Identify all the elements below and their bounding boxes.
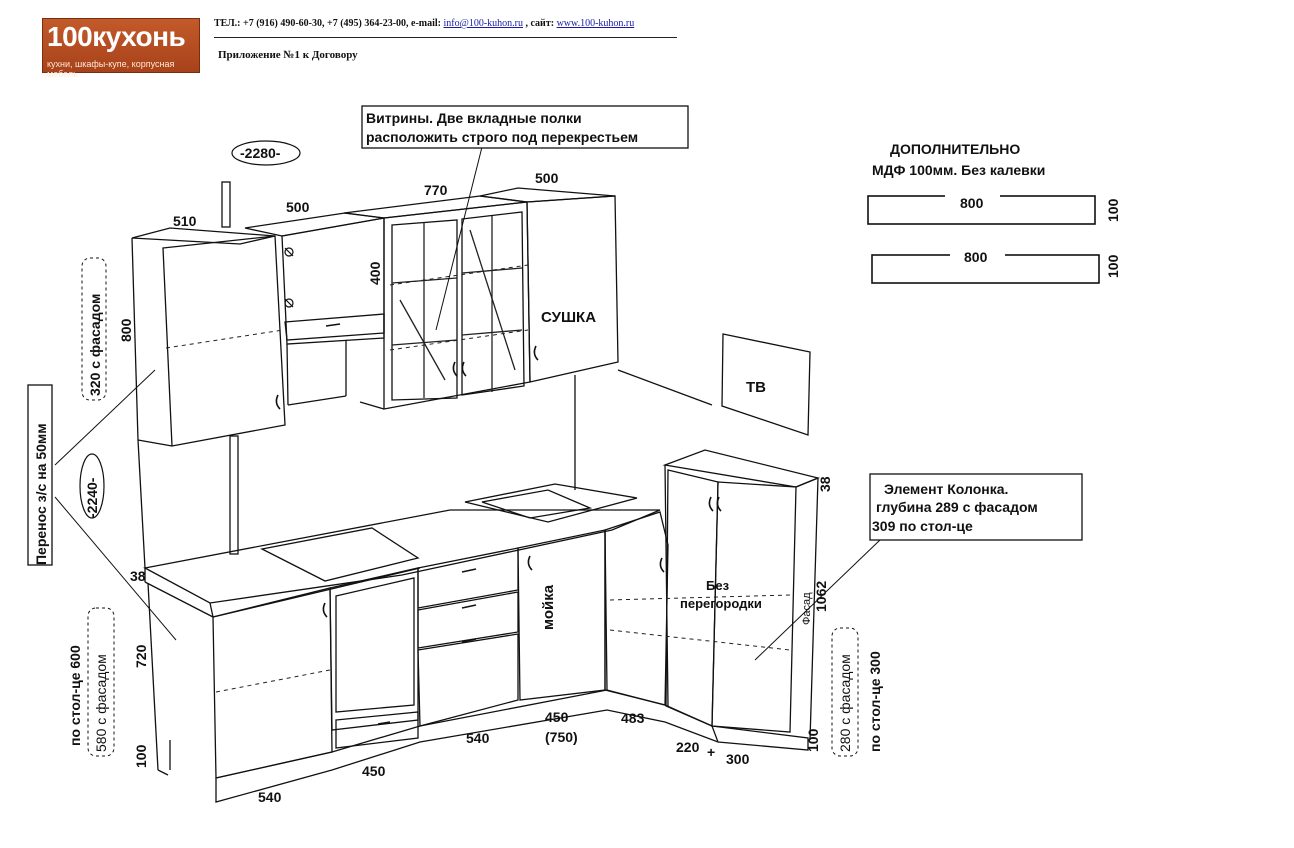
dim-770: 770 <box>424 182 448 198</box>
dashed-dimension-boxes <box>81 257 859 757</box>
dim-280-facade: 280 с фасадом <box>837 654 853 752</box>
dim-800: 800 <box>118 318 134 342</box>
dim-100-left: 100 <box>133 744 149 768</box>
dim-400: 400 <box>367 261 383 285</box>
dim-100-right: 100 <box>805 728 821 752</box>
dim-38-right: 38 <box>817 476 833 492</box>
leader-lines <box>54 146 881 661</box>
column-note-line1: Элемент Колонка. <box>884 481 1008 497</box>
kitchen-outline <box>131 181 821 803</box>
vitrine-note-line2: расположить строго под перекрестьем <box>366 129 638 145</box>
dim-600-countertop: по стол-це 600 <box>67 645 83 746</box>
dim-plus: + <box>707 744 715 760</box>
cabinet-handles <box>275 323 722 725</box>
dim-300-bottom: 300 <box>726 751 750 767</box>
company-logo: 100кухонь кухни, шкафы-купе, корпусная м… <box>42 18 200 79</box>
logo-tagline: кухни, шкафы-купе, корпусная мебель <box>47 59 175 79</box>
transfer-note: Перенос з/с на 50мм <box>33 423 49 565</box>
logo-text: 100кухонь <box>47 21 186 52</box>
vitrine-note-line1: Витрины. Две вкладные полки <box>366 110 582 126</box>
dim-450-mid: 450 <box>545 709 569 725</box>
label-partitions: перегородки <box>680 596 762 611</box>
site-link[interactable]: www.100-kuhon.ru <box>556 18 635 29</box>
dim-500-right: 500 <box>535 170 559 186</box>
label-sink: мойка <box>540 584 557 630</box>
dim-1062: 1062 <box>813 581 829 612</box>
dashed-guides <box>165 264 791 693</box>
dim-750: (750) <box>545 729 578 745</box>
extra-subtitle: МДФ 100мм. Без калевки <box>872 162 1045 178</box>
appendix-title: Приложение №1 к Договору <box>218 49 358 61</box>
column-note-line3: 309 по стол-це <box>872 518 973 534</box>
dim-540-mid: 540 <box>466 730 490 746</box>
strip2-height: 100 <box>1105 254 1121 278</box>
site-prefix: , сайт: <box>523 18 557 29</box>
annotations: Витрины. Две вкладные полки расположить … <box>33 110 1121 805</box>
label-without: Без <box>706 578 730 593</box>
dim-580-facade: 580 с фасадом <box>93 654 109 752</box>
glass-door-grid <box>391 216 523 398</box>
dim-320-facade: 320 с фасадом <box>87 294 103 396</box>
dim-300-countertop: по стол-це 300 <box>867 651 883 752</box>
header-divider <box>214 37 677 38</box>
dim-500-left: 500 <box>286 199 310 215</box>
strip2-width: 800 <box>964 249 988 265</box>
strip1-width: 800 <box>960 195 984 211</box>
note-boxes <box>27 105 1083 566</box>
dim-38-left: 38 <box>130 568 146 584</box>
contact-line: ТЕЛ.: +7 (916) 490-60-30, +7 (495) 364-2… <box>214 18 634 29</box>
extra-title: ДОПОЛНИТЕЛЬНО <box>890 141 1020 157</box>
email-link[interactable]: info@100-kuhon.ru <box>443 18 523 29</box>
dim-2280: -2280- <box>240 145 281 161</box>
dim-510: 510 <box>173 213 197 229</box>
strip-label-gaps <box>945 190 1005 263</box>
label-sushka: СУШКА <box>541 309 596 326</box>
dim-450-bottom: 450 <box>362 763 386 779</box>
label-tv: ТВ <box>746 379 766 396</box>
hinge-icons <box>284 247 294 308</box>
column-note-line2: глубина 289 с фасадом <box>876 499 1038 515</box>
dim-720: 720 <box>133 644 149 668</box>
strip1-height: 100 <box>1105 198 1121 222</box>
mdf-strips <box>867 195 1100 284</box>
dim-483: 483 <box>621 710 645 726</box>
dim-540-bottom: 540 <box>258 789 282 805</box>
dim-2240: -2240- <box>84 477 100 518</box>
contact-phones: ТЕЛ.: +7 (916) 490-60-30, +7 (495) 364-2… <box>214 18 444 29</box>
label-facade: Фасад <box>801 592 813 625</box>
dim-220: 220 <box>676 739 700 755</box>
dimension-frames <box>79 140 301 519</box>
